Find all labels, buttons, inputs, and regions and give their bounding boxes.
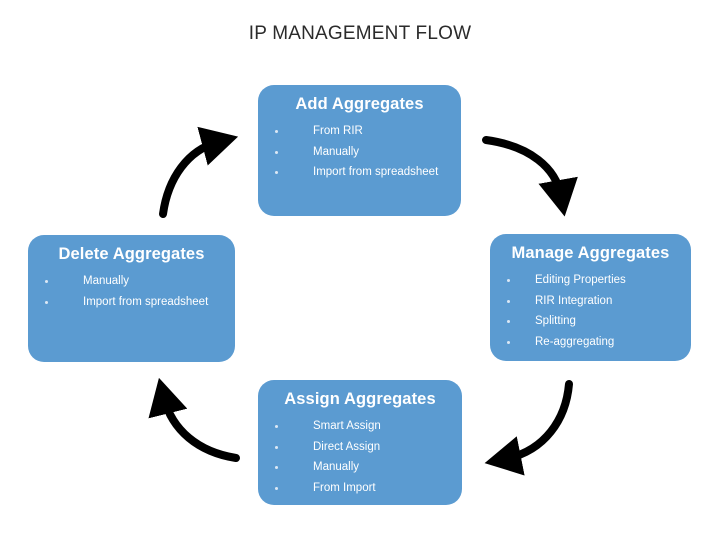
bullet-icon	[275, 445, 278, 449]
bullet-icon	[275, 466, 278, 469]
list-item: Import from spreadsheet	[266, 162, 453, 183]
node-add-title: Add Aggregates	[295, 95, 424, 113]
list-item: Splitting	[498, 311, 683, 332]
list-item: From RIR	[266, 121, 453, 142]
bullet-icon	[275, 130, 278, 133]
list-item: Manually	[36, 271, 227, 292]
node-manage-title: Manage Aggregates	[511, 244, 670, 262]
node-assign-list: Smart Assign Direct Assign Manually From…	[266, 416, 454, 498]
bullet-icon	[507, 299, 510, 303]
list-item: Manually	[266, 142, 453, 163]
list-item: Editing Properties	[498, 270, 683, 291]
bullet-icon	[275, 171, 278, 174]
list-item-label: Splitting	[535, 315, 576, 327]
list-item-label: Smart Assign	[313, 420, 381, 432]
arrow-assign-to-delete	[148, 377, 240, 462]
arrow-manage-to-assign	[484, 380, 573, 476]
bullet-icon	[45, 280, 48, 283]
bullet-icon	[507, 279, 510, 282]
list-item-label: Editing Properties	[535, 274, 626, 286]
arrow-add-to-manage	[482, 136, 578, 217]
node-delete-aggregates[interactable]: Delete Aggregates Manually Import from s…	[28, 235, 235, 362]
arrow-delete-to-add	[159, 126, 239, 218]
node-assign-aggregates[interactable]: Assign Aggregates Smart Assign Direct As…	[258, 380, 462, 505]
list-item-label: Manually	[313, 145, 360, 158]
list-item-label: RIR Integration	[535, 294, 613, 307]
list-item-label: Manually	[83, 275, 130, 287]
list-item-label: From RIR	[313, 125, 363, 137]
node-assign-title: Assign Aggregates	[284, 390, 436, 408]
bullet-icon	[507, 320, 510, 323]
bullet-icon	[45, 300, 48, 304]
list-item: Direct Assign	[266, 437, 454, 458]
bullet-icon	[275, 425, 278, 428]
list-item-label: Import from spreadsheet	[313, 166, 439, 178]
list-item: Re-aggregating	[498, 332, 683, 353]
list-item-label: Direct Assign	[313, 440, 381, 453]
list-item-label: Import from spreadsheet	[83, 295, 209, 308]
list-item-label: Re-aggregating	[535, 335, 615, 348]
node-delete-list: Manually Import from spreadsheet	[36, 271, 227, 312]
node-manage-aggregates[interactable]: Manage Aggregates Editing Properties RIR…	[490, 234, 691, 361]
list-item: Manually	[266, 457, 454, 478]
list-item: Import from spreadsheet	[36, 292, 227, 313]
node-manage-list: Editing Properties RIR Integration Split…	[498, 270, 683, 352]
list-item-label: Manually	[313, 461, 360, 473]
list-item: From Import	[266, 478, 454, 499]
node-delete-title: Delete Aggregates	[58, 245, 205, 263]
list-item: Smart Assign	[266, 416, 454, 437]
page-title: IP MANAGEMENT FLOW	[248, 23, 472, 44]
list-item-label: From Import	[313, 481, 376, 494]
bullet-icon	[507, 340, 510, 344]
bullet-icon	[275, 150, 278, 154]
list-item: RIR Integration	[498, 291, 683, 312]
node-add-list: From RIR Manually Import from spreadshee…	[266, 121, 453, 183]
bullet-icon	[275, 486, 278, 490]
node-add-aggregates[interactable]: Add Aggregates From RIR Manually Import …	[258, 85, 461, 216]
